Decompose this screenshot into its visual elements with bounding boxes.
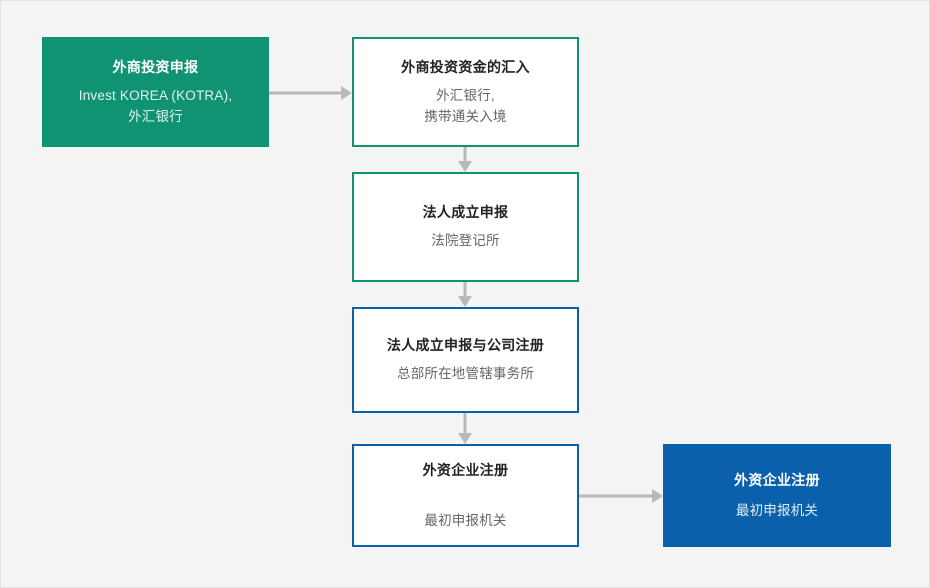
node-foreign-investment-declaration[interactable]: 外商投资申报 Invest KOREA (KOTRA), 外汇银行 (42, 37, 269, 147)
node-title: 外资企业注册 (422, 461, 509, 478)
arrow-line (463, 282, 467, 297)
node-title: 法人成立申报与公司注册 (386, 337, 545, 354)
arrow-head-down-icon (458, 296, 472, 307)
node-subtitle-line: 最初申报机关 (424, 512, 507, 528)
arrow-line (463, 413, 467, 434)
node-foreign-invested-company-registration[interactable]: 外资企业注册 最初申报机关 (352, 444, 579, 547)
node-title: 法人成立申报 (422, 204, 509, 221)
arrow-foreign-company-to-final (579, 489, 663, 503)
node-subtitle-line: 最初申报机关 (735, 502, 819, 518)
arrow-remittance-to-establishment (458, 147, 472, 172)
node-subtitle: 法院登记所 (431, 231, 500, 251)
node-subtitle: 最初申报机关 (736, 501, 818, 521)
node-subtitle-line: 外汇银行, (436, 88, 495, 104)
node-subtitle-line: Invest KOREA (KOTRA), (78, 88, 233, 104)
node-subtitle: Invest KOREA (KOTRA), 外汇银行 (79, 86, 232, 127)
arrow-head-right-icon (652, 489, 663, 503)
arrow-line (269, 91, 341, 95)
arrow-head-down-icon (458, 161, 472, 172)
node-subtitle: 外汇银行, 携带通关入境 (424, 86, 506, 127)
node-subtitle: 最初申报机关 (424, 511, 506, 531)
arrow-head-down-icon (458, 433, 472, 444)
node-subtitle-line: 外汇银行 (128, 108, 183, 124)
arrow-head-right-icon (341, 86, 352, 100)
node-title: 外商投资资金的汇入 (401, 59, 530, 76)
arrow-line (579, 494, 652, 498)
node-subtitle: 总部所在地管辖事务所 (397, 364, 534, 384)
arrow-registration-to-foreign-company (458, 413, 472, 444)
node-title: 外资企业注册 (734, 471, 820, 488)
node-title: 外商投资申报 (112, 59, 199, 76)
node-subtitle-line: 总部所在地管辖事务所 (397, 366, 534, 382)
node-remittance-of-investment-funds[interactable]: 外商投资资金的汇入 外汇银行, 携带通关入境 (352, 37, 579, 147)
node-subtitle-line: 携带通关入境 (424, 108, 507, 124)
arrow-line (463, 147, 467, 162)
node-corporation-establishment-declaration[interactable]: 法人成立申报 法院登记所 (352, 172, 579, 282)
arrow-establishment-to-registration (458, 282, 472, 307)
node-foreign-invested-company-registration-final[interactable]: 外资企业注册 最初申报机关 (663, 444, 891, 547)
node-subtitle-line: 法院登记所 (431, 233, 500, 249)
arrow-declaration-to-remittance (269, 86, 352, 100)
node-corporation-establishment-and-company-registration[interactable]: 法人成立申报与公司注册 总部所在地管辖事务所 (352, 307, 579, 413)
